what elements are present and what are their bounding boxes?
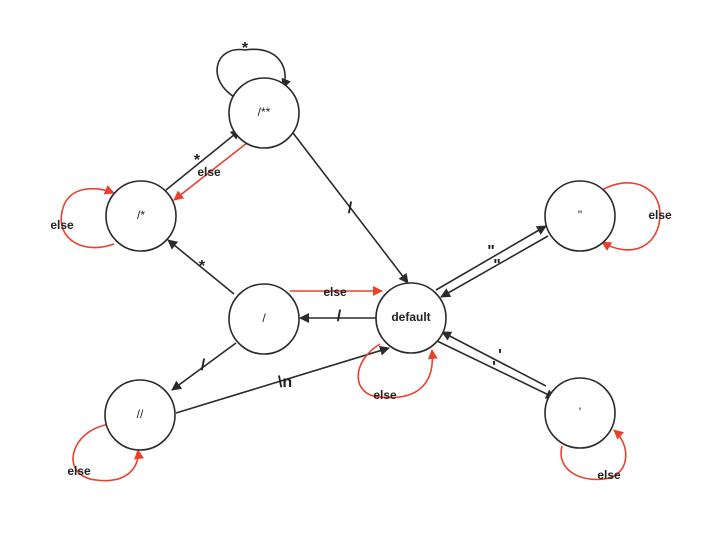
- label-starstar-to-default: /: [348, 200, 353, 217]
- state-label-slash: /: [262, 311, 266, 325]
- state-label-squote: ': [579, 405, 581, 419]
- state-dslash: //: [104, 379, 176, 451]
- state-label-starstar: /**: [258, 105, 271, 119]
- edge-starstar-to-default: [292, 132, 409, 284]
- state-starstar: /**: [228, 77, 300, 149]
- label-slashstar-self: else: [50, 218, 74, 232]
- edge-starstar-to-slashstar-else: [173, 142, 248, 201]
- edge-dslash-to-default: [175, 345, 390, 414]
- label-slash-to-slashstar: *: [199, 258, 206, 275]
- edge-default-self: [357, 343, 438, 399]
- label-dslash-self: else: [67, 464, 91, 478]
- label-slash-to-default: else: [323, 285, 347, 299]
- state-circle: [105, 180, 177, 252]
- label-dquote-self: else: [648, 208, 672, 222]
- label-slash-to-dslash: /: [201, 357, 206, 374]
- state-dquote: ": [544, 180, 616, 252]
- edge-slashstar-to-starstar: [165, 129, 241, 191]
- edge-squote-to-default: [441, 331, 547, 387]
- state-label-default: default: [391, 310, 430, 324]
- label-star-to-starstar: *: [194, 152, 201, 169]
- label-default-to-dquote: ": [487, 243, 495, 260]
- state-circle: [544, 180, 616, 252]
- label-default-to-squote: ': [498, 347, 502, 364]
- state-label-slashstar: /*: [137, 208, 145, 222]
- state-label-dquote: ": [578, 208, 582, 222]
- label-default-to-slash: /: [337, 308, 342, 325]
- edge-labels: * * else else * / else / / \n else else …: [50, 40, 672, 482]
- label-default-self: else: [373, 388, 397, 402]
- label-squote-to-default: ': [492, 359, 496, 376]
- state-circle: [228, 77, 300, 149]
- edge-squote-self: [560, 429, 627, 481]
- state-circle: [104, 379, 176, 451]
- edge-dquote-to-default: [440, 235, 549, 298]
- state-circle: [375, 282, 447, 354]
- label-star-self: *: [242, 40, 249, 57]
- state-slashstar: /*: [105, 180, 177, 252]
- state-squote: ': [544, 377, 616, 449]
- state-circle: [228, 283, 300, 355]
- edges-red: [60, 142, 661, 482]
- state-circle: [544, 377, 616, 449]
- edge-default-to-squote: [434, 339, 556, 399]
- edge-dslash-self: [72, 423, 144, 482]
- state-default: default: [375, 282, 447, 354]
- edge-starstar-self: [216, 48, 291, 99]
- edge-slash-to-slashstar: [167, 239, 235, 295]
- label-squote-self: else: [597, 468, 621, 482]
- state-label-dslash: //: [137, 407, 144, 421]
- state-slash: /: [228, 283, 300, 355]
- edge-dquote-self: [601, 182, 661, 251]
- edge-slash-to-dslash: [171, 342, 237, 391]
- label-dquote-to-default: ": [493, 257, 501, 274]
- edge-slashstar-self: [60, 185, 115, 249]
- label-else-to-slashstar: else: [197, 165, 221, 179]
- edges-black: [165, 48, 556, 414]
- label-dslash-to-default: \n: [278, 374, 292, 391]
- edge-default-to-dquote: [435, 225, 547, 291]
